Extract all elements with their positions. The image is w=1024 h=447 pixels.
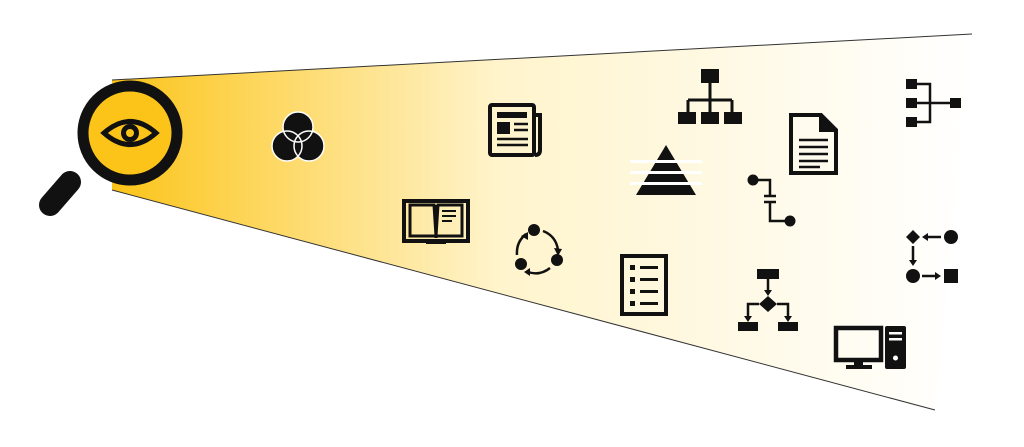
pyramid-icon bbox=[630, 145, 702, 195]
desktop-computer-icon bbox=[833, 325, 906, 369]
magnifier-eye-icon bbox=[39, 80, 183, 216]
beam-top-edge bbox=[111, 33, 973, 81]
tree-bracket-icon bbox=[906, 79, 961, 127]
cycle-icon bbox=[515, 224, 563, 276]
venn-diagram-icon bbox=[271, 111, 325, 162]
connector-icon bbox=[747, 174, 796, 227]
process-diagram-icon bbox=[906, 230, 958, 283]
org-chart-icon bbox=[678, 69, 742, 124]
beam-bottom-edge bbox=[111, 189, 936, 411]
open-book-icon bbox=[402, 199, 470, 244]
newspaper-icon bbox=[488, 103, 542, 157]
checklist-icon bbox=[620, 254, 668, 316]
spotlight-beam bbox=[112, 34, 972, 410]
document-icon bbox=[789, 113, 838, 175]
flowchart-icon bbox=[738, 269, 798, 331]
